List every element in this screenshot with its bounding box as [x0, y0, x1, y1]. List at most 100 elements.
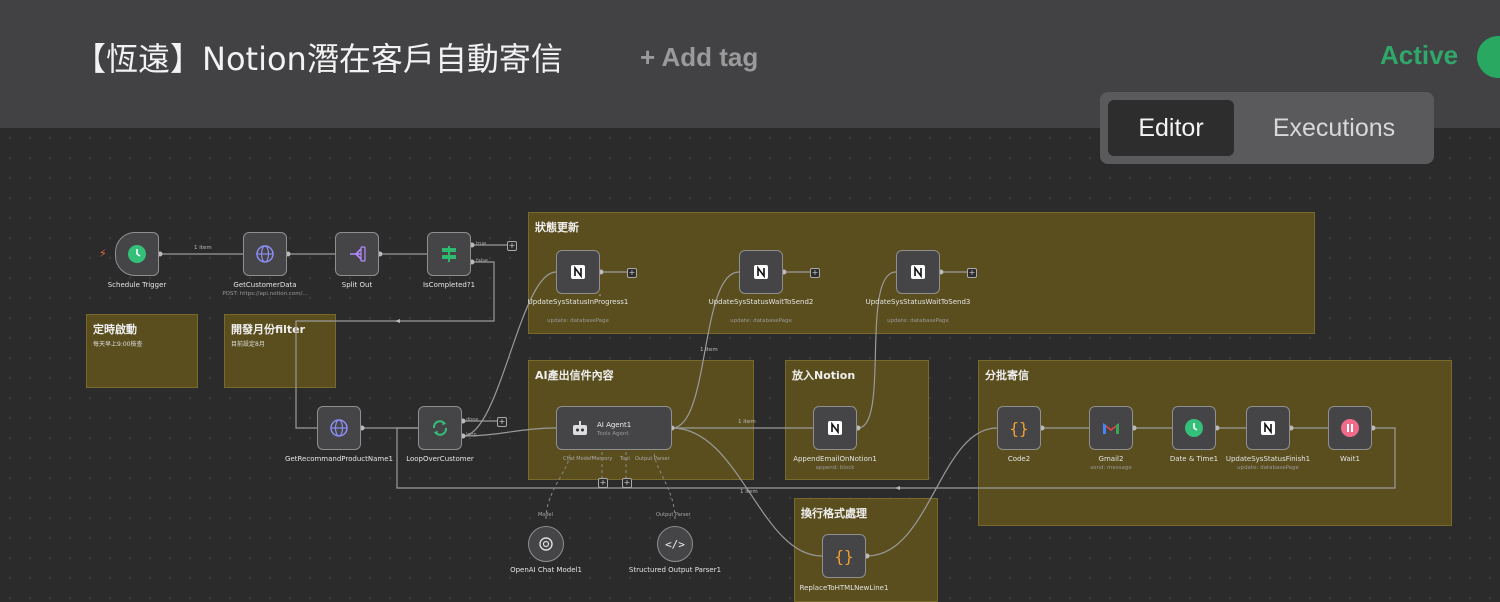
notion-icon [571, 265, 585, 279]
clock-icon [128, 245, 146, 263]
node-subtitle: update: databasePage [887, 318, 949, 324]
add-node-button[interactable]: + [967, 268, 977, 278]
sticky-title: 換行格式處理 [801, 507, 867, 520]
node-label: UpdateSysStatusInProgress1 [527, 298, 629, 306]
tab-executions[interactable]: Executions [1272, 114, 1396, 142]
gmail-icon [1103, 423, 1119, 434]
sticky-title: 定時啟動 [93, 323, 137, 336]
node-update-finish[interactable] [1246, 406, 1290, 450]
sticky-status-update[interactable]: 狀態更新 [528, 212, 1315, 334]
edge [462, 427, 557, 437]
add-node-button[interactable]: + [627, 268, 637, 278]
port-label: done [466, 417, 479, 423]
code-tag-icon: </> [665, 537, 685, 551]
sticky-title: 狀態更新 [535, 221, 579, 234]
clock-icon [1185, 419, 1203, 437]
arrow-head [395, 319, 400, 323]
notion-icon [911, 265, 925, 279]
node-subtitle: send: message [1090, 465, 1132, 471]
port-label: Memory [592, 456, 613, 462]
node-ai-agent[interactable]: AI Agent1 Tools Agent [556, 406, 672, 450]
add-node-button[interactable]: + [497, 417, 507, 427]
port-label: loop [466, 432, 477, 438]
edge [866, 427, 998, 557]
node-label: Code2 [1007, 455, 1031, 463]
node-update-in-progress[interactable] [556, 250, 600, 294]
node-label: UpdateSysStatusWaitToSend2 [708, 298, 814, 306]
node-label: ReplaceToHTMLNewLine1 [799, 584, 889, 592]
node-date-time[interactable] [1172, 406, 1216, 450]
node-label: Wait1 [1340, 455, 1360, 463]
sticky-month-filter[interactable]: 開發月份filter 目前設定8月 [224, 314, 336, 388]
node-label: UpdateSysStatusWaitToSend3 [865, 298, 971, 306]
node-label: GetRecommandProductName1 [285, 455, 393, 463]
if-signpost-icon [442, 246, 456, 262]
node-code2[interactable]: {} [997, 406, 1041, 450]
notion-icon [828, 421, 842, 435]
node-label: Gmail2 [1098, 455, 1124, 463]
node-subtitle: update: databasePage [1237, 465, 1299, 471]
node-update-wait-to-send3[interactable] [896, 250, 940, 294]
node-append-email[interactable] [813, 406, 857, 450]
active-toggle[interactable] [1477, 36, 1500, 78]
port-label: Output Parser [656, 512, 691, 518]
node-subtitle: append: block [815, 465, 855, 471]
add-node-button[interactable]: + [810, 268, 820, 278]
node-update-wait-to-send2[interactable] [739, 250, 783, 294]
node-label: GetCustomerData [233, 281, 297, 289]
node-label: Split Out [341, 281, 373, 289]
node-is-completed[interactable] [427, 232, 471, 276]
sticky-text: 每天早上9:00檢查 [93, 341, 143, 348]
sticky-schedule[interactable]: 定時啟動 每天早上9:00檢查 [86, 314, 198, 388]
node-label: OpenAI Chat Model1 [510, 566, 582, 574]
node-get-recommand-product[interactable] [317, 406, 361, 450]
notion-icon [754, 265, 768, 279]
node-split-out[interactable] [335, 232, 379, 276]
node-label: AppendEmailOnNotion1 [793, 455, 877, 463]
port-label: Model [538, 512, 554, 518]
node-subtitle: Tools Agent [597, 431, 629, 437]
node-openai-model[interactable] [528, 526, 564, 562]
view-switch: Editor Executions [1100, 92, 1434, 164]
node-structured-parser[interactable]: </> [657, 526, 693, 562]
add-node-button[interactable]: + [622, 478, 632, 488]
node-label: Schedule Trigger [107, 281, 167, 289]
sticky-title: AI產出信件內容 [535, 369, 614, 382]
trigger-bolt-icon: ⚡ [99, 247, 107, 260]
arrow-head [895, 486, 900, 490]
openai-icon [539, 537, 553, 551]
split-icon [350, 246, 366, 262]
tab-editor[interactable]: Editor [1108, 100, 1234, 156]
node-loop-over-customer[interactable] [418, 406, 462, 450]
node-replace-html[interactable]: {} [822, 534, 866, 578]
node-wait1[interactable] [1328, 406, 1372, 450]
port-label: Chat Model* [563, 456, 594, 462]
add-tag-button[interactable]: + Add tag [640, 42, 759, 72]
globe-icon [256, 245, 274, 263]
port-label: Output Parser [635, 456, 670, 462]
port-label: true [476, 241, 487, 247]
node-label: Structured Output Parser1 [628, 566, 722, 574]
workflow-title[interactable]: 【恆遠】Notion潛在客戶自動寄信 [74, 40, 563, 78]
sticky-to-notion[interactable]: 放入Notion [785, 360, 929, 480]
edge [462, 271, 557, 437]
node-label: AI Agent1 [597, 421, 632, 429]
add-node-button[interactable]: + [598, 478, 608, 488]
pause-icon [1341, 419, 1359, 437]
node-schedule-trigger[interactable] [115, 232, 159, 276]
sticky-title: 放入Notion [792, 369, 856, 382]
workflow-header: 【恆遠】Notion潛在客戶自動寄信 + Add tag Active [0, 0, 1500, 129]
node-gmail2[interactable] [1089, 406, 1133, 450]
add-node-button[interactable]: + [507, 241, 517, 251]
edge-sub [653, 451, 676, 520]
edge-label: 1 item [738, 419, 756, 425]
edge [671, 271, 740, 429]
sticky-title: 分批寄信 [985, 369, 1029, 382]
sticky-format[interactable]: 換行格式處理 [794, 498, 938, 602]
node-label: UpdateSysStatusFinish1 [1225, 455, 1311, 463]
edge-label: 1 item [740, 489, 758, 495]
node-get-customer-data[interactable] [243, 232, 287, 276]
code-braces-icon: {} [834, 546, 854, 566]
loop-icon [432, 420, 448, 436]
